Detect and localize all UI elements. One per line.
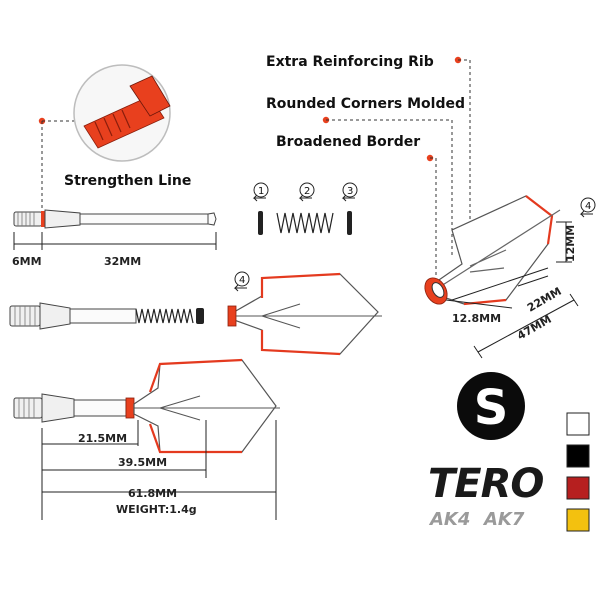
dim-6mm: 6MM: [12, 255, 42, 268]
callout-rounded-corners: Rounded Corners Molded: [266, 96, 465, 258]
swatch-white[interactable]: [566, 412, 590, 436]
dim-21-5mm-line: [41, 420, 139, 520]
shaft-body-3: [73, 399, 127, 417]
thread-lines: [94, 109, 131, 141]
strengthen-line-ring: [41, 211, 45, 227]
strengthen-leader: [41, 120, 74, 212]
brand-sub-ak7: AK7: [482, 509, 525, 530]
strengthen-line-text: Strengthen Line: [64, 173, 191, 189]
dim-47mm-line: [473, 293, 579, 359]
size-badge: S: [457, 372, 525, 440]
swatch-black[interactable]: [566, 444, 590, 468]
shaft-body-2: [69, 308, 137, 324]
o-ring-right: [347, 211, 352, 235]
shaft-collar-closeup: [129, 75, 171, 117]
dart-assembled: [13, 358, 280, 520]
dim-21-5mm: 21.5MM: [78, 432, 127, 445]
part-number-3: 3: [347, 186, 353, 197]
brand-name: TERO: [428, 461, 543, 507]
flight-collar-3: [125, 397, 135, 419]
shaft-tip: [207, 212, 217, 226]
collar-opening: [431, 282, 445, 298]
dim-12-8mm: 12.8MM: [452, 312, 501, 325]
swatch-yellow[interactable]: [566, 508, 590, 532]
flight-shape-2: [233, 273, 379, 355]
callout-corners-text: Rounded Corners Molded: [266, 96, 465, 112]
part-marker-3: [342, 182, 358, 198]
part-marker-4b: [580, 197, 596, 213]
size-badge-letter: S: [474, 380, 509, 436]
swatch-red[interactable]: [566, 476, 590, 500]
dim-22mm-line: [451, 267, 549, 301]
flight-shape-angled: [435, 195, 553, 305]
flight-shape-3: [133, 359, 277, 453]
thread-section-3: [13, 397, 43, 419]
spring-installed: [135, 308, 194, 324]
flight-detached: 4: [227, 271, 382, 356]
strengthen-line-closeup: [38, 64, 171, 212]
callout-broadened-border: Broadened Border: [276, 134, 437, 276]
dim-12mm-line: [556, 221, 572, 263]
brand-logo: TERO AK4 AK7: [428, 461, 544, 530]
dim-39-5mm: 39.5MM: [118, 456, 167, 469]
dim-lines-shaft1: [13, 232, 217, 250]
part-number-2: 2: [304, 186, 310, 197]
flight-collar-2: [227, 305, 237, 327]
threaded-shaft-closeup: [83, 95, 165, 149]
dim-12-8mm-line: [445, 299, 513, 309]
flight-ribs-3: [134, 395, 280, 421]
shaft-collar-3: [41, 393, 75, 423]
spring: [276, 212, 334, 234]
size-badge-circle: [457, 372, 525, 440]
dim-12mm: 12MM: [564, 225, 577, 262]
callout-reinforcing-rib: Extra Reinforcing Rib: [266, 54, 471, 249]
part-marker-1: [253, 182, 269, 198]
part-number-4a: 4: [239, 275, 245, 286]
shaft-body: [79, 213, 209, 225]
callout-border-leader: [430, 157, 437, 276]
dim-22mm: 22MM: [525, 285, 564, 315]
callout-rib-text: Extra Reinforcing Rib: [266, 54, 434, 70]
part-number-1: 1: [258, 186, 264, 197]
callout-corners-leader: [326, 119, 453, 258]
o-ring-installed: [196, 308, 204, 324]
flight-angled: 4: [424, 195, 596, 359]
shaft-plain: [13, 209, 217, 250]
part-number-4b: 4: [585, 201, 591, 212]
flight-ribs-angled: [437, 209, 561, 289]
shaft-spring: [9, 302, 204, 330]
flight-ribs-2: [236, 303, 382, 329]
callout-rib-leader: [456, 59, 471, 249]
shaft-collar: [44, 209, 81, 229]
shaft-collar-2: [39, 302, 71, 330]
part-marker-2: [299, 182, 315, 198]
o-ring-left: [258, 211, 263, 235]
dim-47mm: 47MM: [515, 313, 554, 343]
callout-border-text: Broadened Border: [276, 134, 420, 150]
color-swatches: [566, 412, 590, 532]
weight-label: WEIGHT:1.4g: [116, 503, 197, 516]
dim-61-8mm: 61.8MM: [128, 487, 177, 500]
brand-sub-ak4: AK4: [428, 509, 470, 530]
dim-39-5mm-line: [42, 420, 207, 478]
dim-32mm: 32MM: [104, 255, 141, 268]
part-marker-4a: [234, 271, 250, 287]
parts-exploded: 1 2 3: [252, 182, 358, 235]
dim-61-8mm-line: [42, 420, 277, 520]
